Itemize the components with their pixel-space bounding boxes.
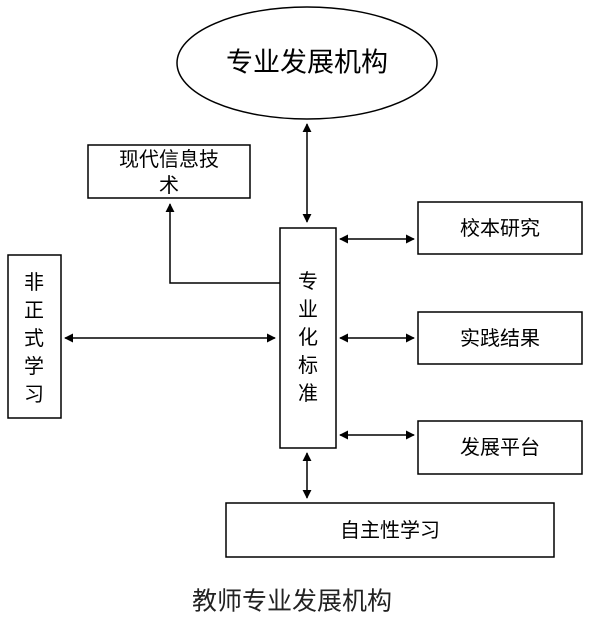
node-label-left-char-5: 习 <box>24 382 44 406</box>
node-autonomous-learning: 自主性学习 <box>225 502 555 558</box>
node-label-professional-development-org: 专业发展机构 <box>226 48 388 79</box>
node-school-based-research: 校本研究 <box>417 201 583 255</box>
node-label-center-char-4: 标 <box>298 353 318 377</box>
node-label-center-char-3: 化 <box>298 325 318 349</box>
node-label-left-char-4: 学 <box>24 354 44 378</box>
node-label-left-char-3: 式 <box>24 326 44 350</box>
connector-standards-to-technology <box>165 203 280 284</box>
node-label-tech-line2: 术 <box>159 173 179 197</box>
node-practice-results: 实践结果 <box>417 311 583 365</box>
node-professional-standards: 专 业 化 标 准 <box>279 227 337 449</box>
node-modern-information-technology: 现代信息技 术 <box>87 144 251 199</box>
node-professional-development-org: 专业发展机构 <box>176 6 438 120</box>
node-label-center-char-5: 准 <box>298 381 318 405</box>
node-label-development-platform: 发展平台 <box>460 435 540 459</box>
node-label-center-char-1: 专 <box>298 269 318 293</box>
node-label-tech-line1: 现代信息技 <box>119 147 219 171</box>
figure-caption: 教师专业发展机构 <box>192 587 392 616</box>
node-informal-learning: 非 正 式 学 习 <box>7 254 62 419</box>
node-label-left-char-2: 正 <box>24 298 44 322</box>
node-label-left-char-1: 非 <box>24 270 44 294</box>
node-label-center-char-2: 业 <box>298 297 318 321</box>
node-development-platform: 发展平台 <box>417 420 583 475</box>
node-label-autonomous-learning: 自主性学习 <box>340 518 440 542</box>
node-label-practice-results: 实践结果 <box>460 326 540 350</box>
node-label-school-based-research: 校本研究 <box>460 216 540 240</box>
